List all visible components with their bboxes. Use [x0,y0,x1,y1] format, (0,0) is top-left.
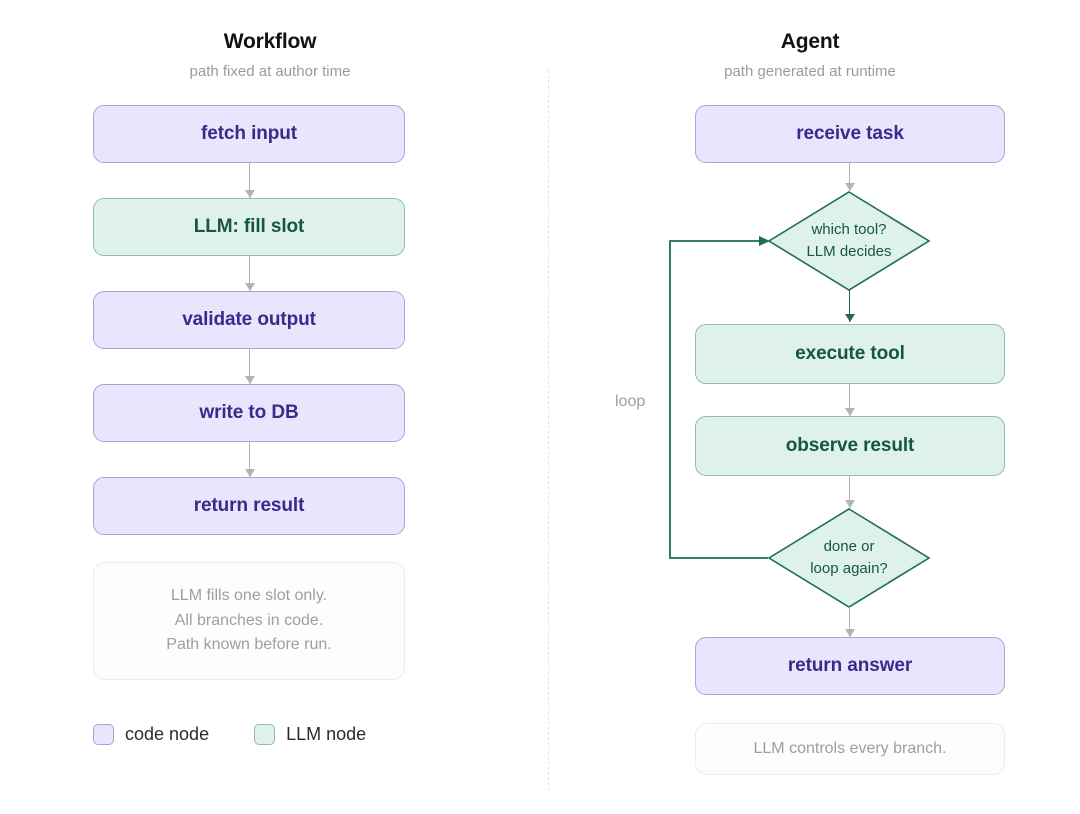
legend-label-code-node: code node [125,724,210,744]
arrow-shaft [249,442,250,477]
workflow-subtitle: path fixed at author time [189,63,351,80]
agent-title: Agent [780,30,840,53]
agent-subtitle: path generated at runtime [724,63,896,80]
agent-node-execute-tool[interactable]: execute tool [695,324,1005,384]
agent-node-observe-result[interactable]: observe result [695,416,1005,476]
legend: code node LLM node [93,724,366,745]
workflow-node-write-to-db[interactable]: write to DB [93,384,405,442]
arrow-head [244,283,255,291]
workflow-node-validate-output[interactable]: validate output [93,291,405,349]
arrow-head [244,376,255,384]
workflow-note-line-1: LLM fills one slot only. [170,586,328,604]
agent-node-receive-task[interactable]: receive task [695,105,1005,163]
arrow-shaft [849,384,850,416]
arrow-shaft [849,163,850,191]
code-node-swatch-icon [93,724,114,745]
arrow-shaft [249,163,250,198]
arrow-head [844,314,855,322]
workflow-title: Workflow [223,30,317,53]
agent-loop-arrow [669,236,770,559]
llm-node-swatch-icon [254,724,276,745]
legend-item-code-node: code node [93,724,209,745]
arrow-head [844,183,855,191]
agent-node-return-answer[interactable]: return answer [695,637,1005,695]
legend-label-llm-node: LLM node [286,724,367,744]
arrow-shaft [249,256,250,291]
arrow-shaft [249,349,250,384]
arrow-head [844,408,855,416]
workflow-node-fetch-input[interactable]: fetch input [93,105,405,163]
legend-item-llm-node: LLM node [254,724,366,745]
arrow-shaft [849,476,850,508]
arrow-shaft [849,290,850,322]
workflow-node-llm-fill-slot[interactable]: LLM: fill slot [93,198,405,256]
arrow-head [244,469,255,477]
agent-column: Agent path generated at runtime receive … [540,0,1080,814]
workflow-note: LLM fills one slot only. All branches in… [93,562,405,680]
workflow-node-return-result[interactable]: return result [93,477,405,535]
workflow-note-line-2: All branches in code. [174,611,324,629]
agent-loop-label: loop [615,393,646,410]
arrow-head [844,500,855,508]
column-divider [548,70,549,790]
agent-note-line-1: LLM controls every branch. [753,739,947,757]
arrow-shaft [849,607,850,637]
agent-note: LLM controls every branch. [695,723,1005,775]
arrow-head [844,629,855,637]
workflow-note-line-3: Path known before run. [166,636,332,654]
arrow-head [244,190,255,198]
workflow-column: Workflow path fixed at author time fetch… [93,30,405,745]
